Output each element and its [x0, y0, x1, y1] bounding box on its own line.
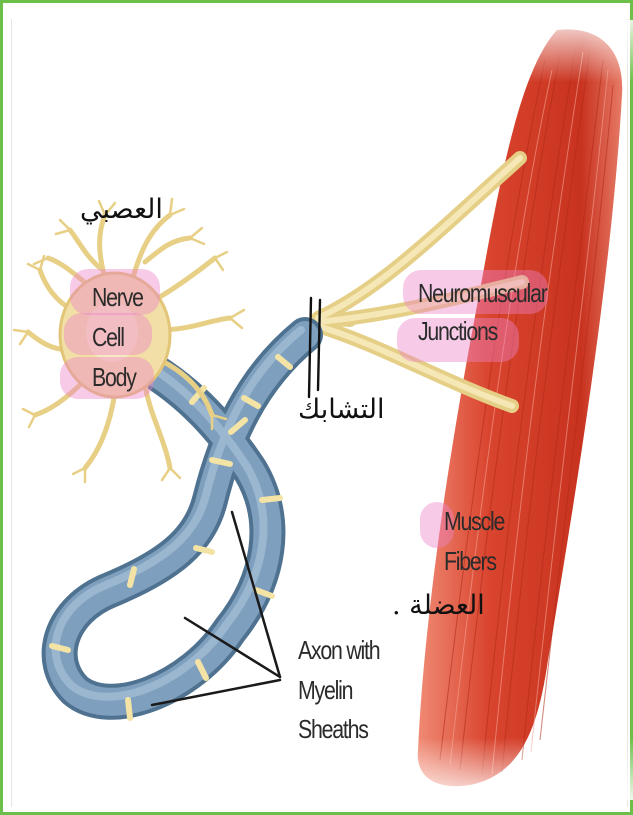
handwritten-note-neuron: العصبي [80, 196, 163, 223]
label-nerve: Nerve [92, 284, 143, 310]
handwritten-note-junction: التشابك [298, 396, 384, 423]
label-myelin: Myelin [298, 677, 352, 703]
label-fibers: Fibers [444, 548, 496, 574]
label-neuromuscular: Neuromuscular [418, 280, 547, 306]
label-cell: Cell [92, 324, 124, 350]
label-muscle: Muscle [444, 508, 504, 534]
label-axon-with: Axon with [298, 637, 379, 663]
label-junctions: Junctions [418, 318, 497, 344]
handwritten-note-muscle: العضلة . [392, 592, 485, 619]
label-body: Body [92, 364, 136, 390]
label-sheaths: Sheaths [298, 716, 368, 742]
